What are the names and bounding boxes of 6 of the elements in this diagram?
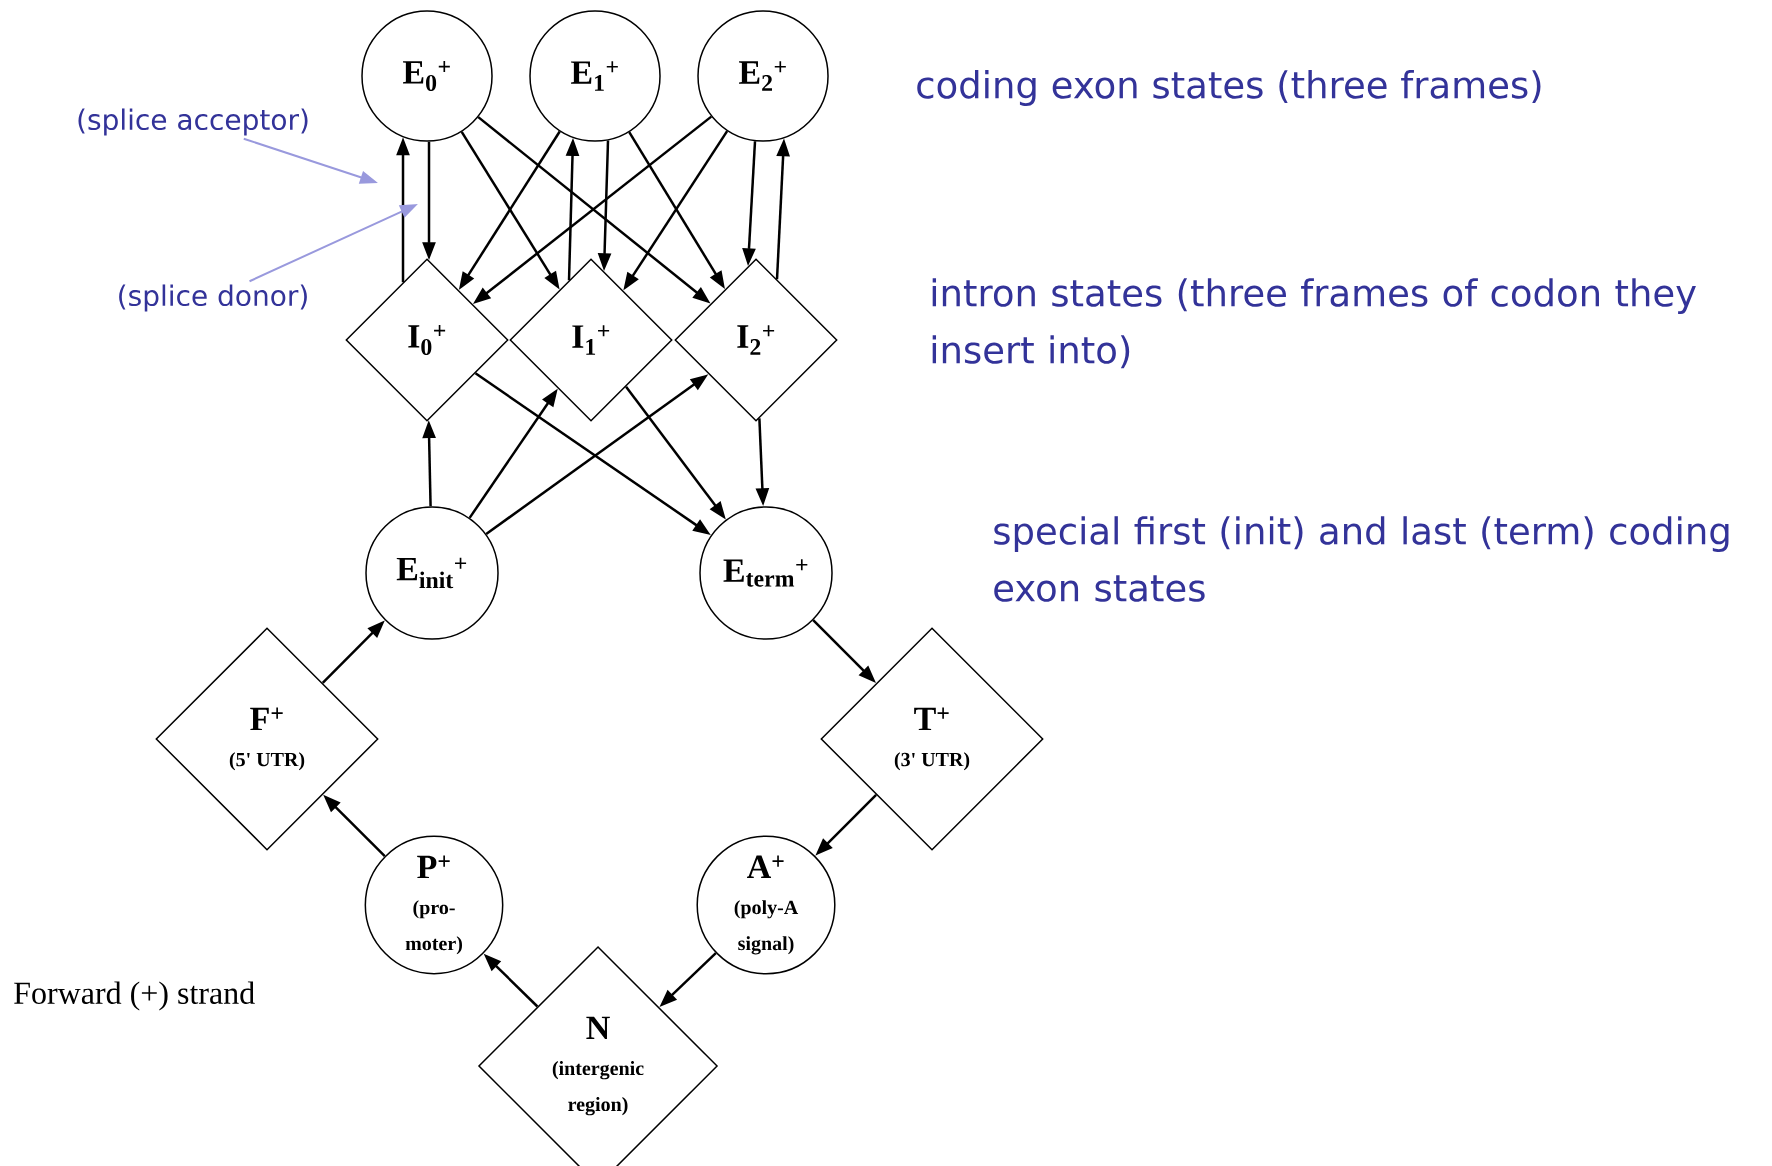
- annotation-text: (splice donor): [119, 284, 307, 312]
- annotation-text: intron states (three frames of codon they insert into): [932, 278, 1696, 369]
- annotation-text: Forward (+) strand: [14, 981, 255, 1011]
- annotation-text: special first (init) and last (term) coding exon states: [994, 516, 1729, 602]
- annotation-text: coding exon states (three frames): [917, 70, 1541, 106]
- annotation-text: (splice acceptor): [78, 108, 308, 136]
